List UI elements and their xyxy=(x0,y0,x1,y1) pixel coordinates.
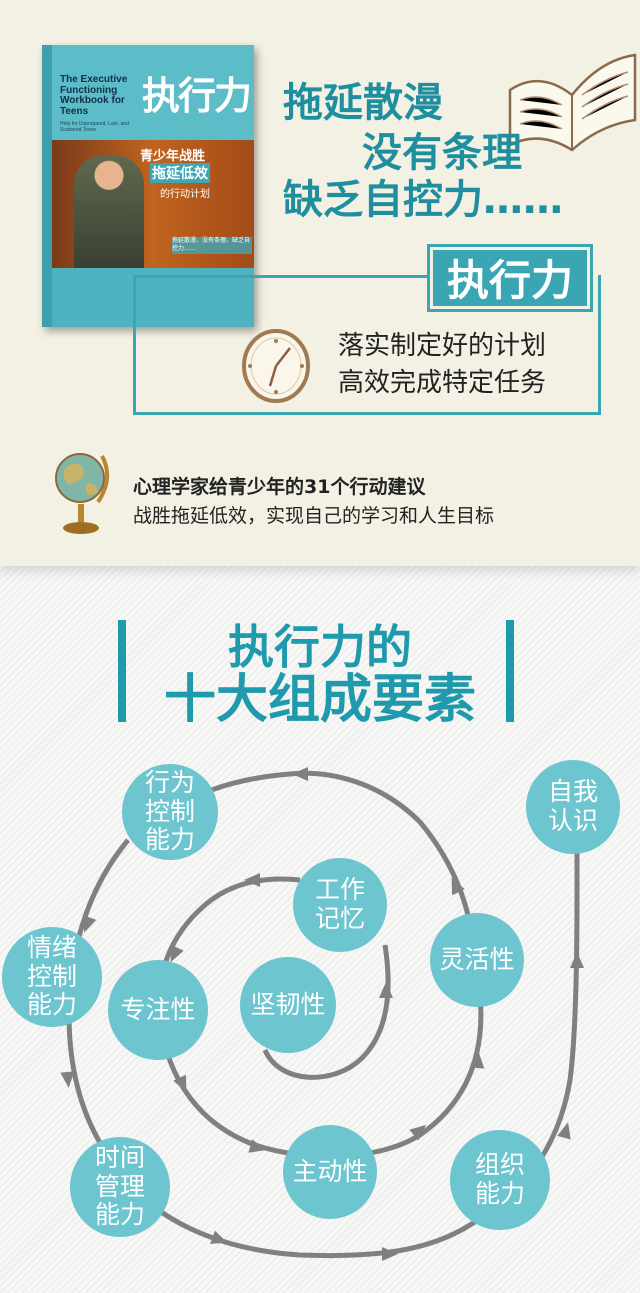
arrow-icon xyxy=(170,944,184,963)
arrow-icon xyxy=(409,1124,427,1141)
book-subtitle-3: 的行动计划 xyxy=(160,189,210,200)
node-flexibility: 灵活性 xyxy=(430,913,524,1007)
section-title-line-2: 十大组成要素 xyxy=(163,669,476,730)
headline-line-2: 没有条理 xyxy=(362,130,522,176)
feature-frame xyxy=(133,275,601,415)
arrow-icon xyxy=(379,982,393,998)
tip-line-1: 心理学家给青少年的31个行动建议 xyxy=(133,476,426,498)
arrow-icon xyxy=(451,877,465,896)
headline-line-3: 缺乏自控力…… xyxy=(283,177,563,223)
open-book-icon xyxy=(508,53,637,152)
node-focus: 专注性 xyxy=(108,960,208,1060)
node-organization: 组织 能力 xyxy=(450,1130,550,1230)
top-section: The Executive Functioning Workbook for T… xyxy=(0,0,640,566)
globe-icon xyxy=(55,453,110,534)
arrow-icon xyxy=(570,952,584,968)
clock-icon xyxy=(242,329,310,403)
book-english-subtitle: Help for Unprepared, Late, and Scattered… xyxy=(60,121,129,133)
feature-line-2: 高效完成特定任务 xyxy=(338,368,547,398)
node-time-management: 时间 管理 能力 xyxy=(70,1137,170,1237)
arrow-icon xyxy=(244,873,260,887)
node-behavior-control: 行为 控制 能力 xyxy=(122,764,218,860)
arrow-icon xyxy=(83,915,97,933)
book-chinese-title: 执行力 xyxy=(142,73,252,118)
feature-tag: 执行力 xyxy=(427,244,593,312)
book-subtitle-2: 拖延低效 xyxy=(150,163,210,183)
book-subtitle-1: 青少年战胜 xyxy=(140,149,206,164)
arrow-icon xyxy=(60,1071,75,1088)
section-title-line-1: 执行力的 xyxy=(228,620,412,674)
node-working-memory: 工作 记忆 xyxy=(293,858,387,952)
arrow-icon xyxy=(292,767,308,781)
arrow-icon xyxy=(382,1247,398,1261)
tip-line-2: 战胜拖延低效，实现自己的学习和人生目标 xyxy=(133,505,495,527)
arrow-icon xyxy=(557,1122,571,1140)
title-bar-left xyxy=(118,620,126,722)
book-cover: The Executive Functioning Workbook for T… xyxy=(42,45,254,327)
node-emotion-control: 情绪 控制 能力 xyxy=(2,927,102,1027)
headline-line-1: 拖延散漫 xyxy=(283,80,443,126)
arrow-icon xyxy=(248,1139,266,1153)
arrow-icon xyxy=(210,1230,228,1244)
title-bar-right xyxy=(506,620,514,722)
boy-image xyxy=(74,155,144,268)
node-self-awareness: 自我 认识 xyxy=(526,760,620,854)
node-initiative: 主动性 xyxy=(283,1125,377,1219)
arrow-icon xyxy=(173,1074,187,1093)
book-blurb: 拖延散漫、没有条理、缺乏自控力…… xyxy=(172,237,252,254)
node-persistence: 坚韧性 xyxy=(240,957,336,1053)
arrow-icon xyxy=(470,1052,485,1069)
feature-line-1: 落实制定好的计划 xyxy=(338,331,547,361)
frame-top-line xyxy=(133,275,433,278)
book-english-title: The Executive Functioning Workbook for T… xyxy=(60,74,128,117)
